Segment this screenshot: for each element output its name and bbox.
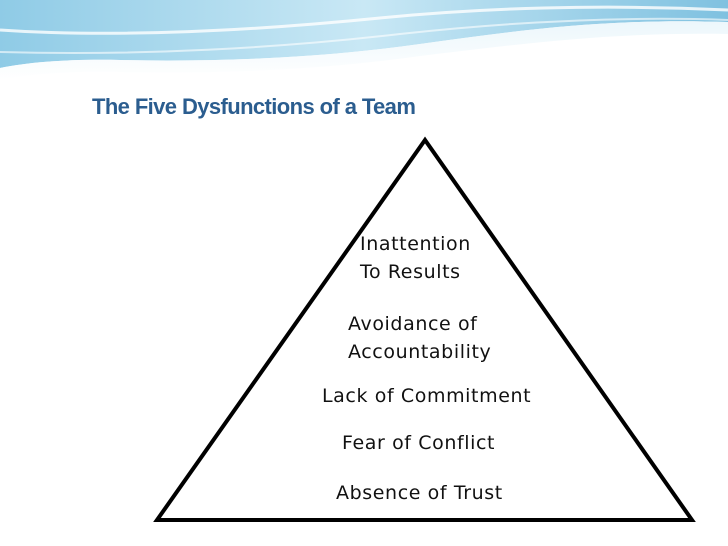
level-absence-of-trust: Absence of Trust (336, 479, 503, 507)
level-4-line-1: Fear of Conflict (342, 432, 496, 454)
level-inattention-to-results: Inattention To Results (360, 230, 471, 286)
pyramid-outline (153, 136, 696, 522)
level-5-line-1: Absence of Trust (336, 482, 503, 504)
level-avoidance-of-accountability: Avoidance of Accountability (348, 310, 491, 366)
level-2-line-2: Accountability (348, 341, 492, 363)
level-3-line-1: Lack of Commitment (322, 385, 532, 407)
level-fear-of-conflict: Fear of Conflict (342, 429, 495, 457)
slide-title: The Five Dysfunctions of a Team (92, 94, 416, 119)
level-lack-of-commitment: Lack of Commitment (322, 382, 531, 410)
header-wave-decoration (0, 0, 728, 80)
level-2-line-1: Avoidance of (348, 313, 478, 335)
level-1-line-2: To Results (360, 261, 461, 283)
level-1-line-1: Inattention (360, 233, 471, 255)
